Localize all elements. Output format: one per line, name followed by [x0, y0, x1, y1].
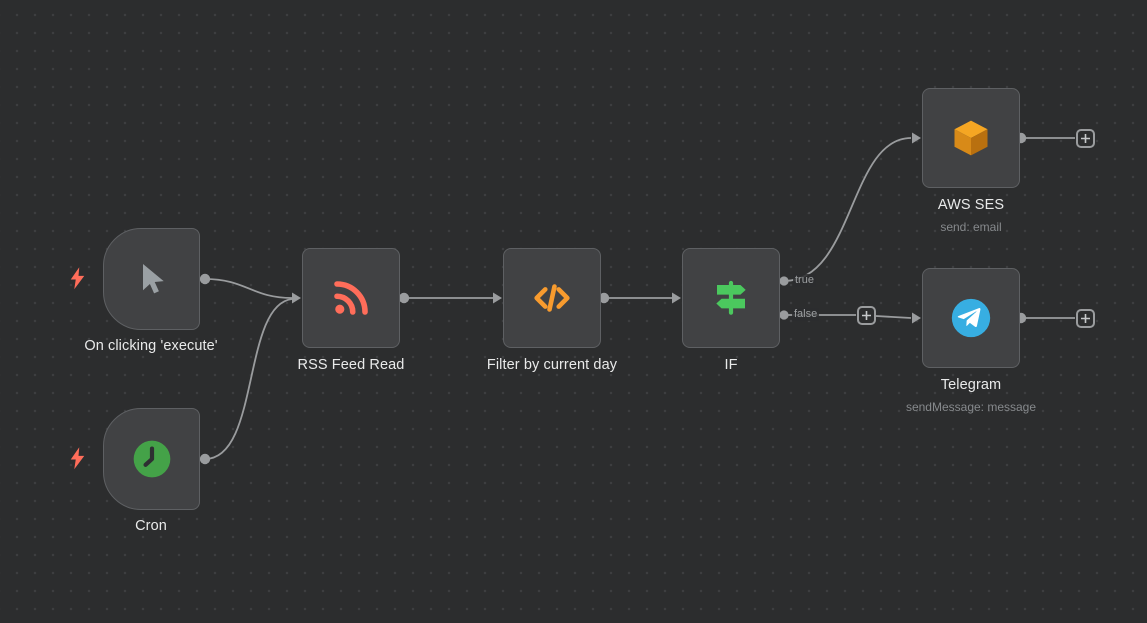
plus-icon — [1081, 134, 1090, 143]
input-arrow-aws-ses — [912, 132, 921, 144]
output-port-filter[interactable] — [598, 292, 610, 304]
input-arrow-filter — [493, 292, 502, 304]
aws-ses-icon — [954, 120, 988, 156]
output-port-cron[interactable] — [199, 453, 211, 465]
add-node-button-false-branch[interactable] — [857, 306, 876, 325]
connection-manual-to-rss — [204, 278, 293, 299]
node-label-rss: RSS Feed Read — [297, 357, 405, 373]
input-arrow-telegram — [912, 312, 921, 324]
node-cron[interactable] — [103, 408, 200, 510]
rss-icon — [334, 281, 368, 315]
clock-icon — [133, 440, 170, 478]
plus-icon — [862, 311, 871, 320]
node-telegram[interactable] — [922, 268, 1020, 368]
node-subtitle-telegram: sendMessage: message — [905, 400, 1037, 414]
signpost-icon — [716, 280, 746, 315]
code-icon — [534, 284, 570, 312]
node-subtitle-aws-ses: send: email — [940, 220, 1002, 234]
node-manual-trigger[interactable] — [103, 228, 200, 330]
add-node-button-telegram[interactable] — [1076, 309, 1095, 328]
connection-plus-to-telegram — [875, 315, 912, 319]
node-label-if: IF — [724, 357, 738, 373]
add-node-button-aws-ses[interactable] — [1076, 129, 1095, 148]
if-true-output-label: true — [793, 274, 816, 287]
node-if[interactable] — [682, 248, 780, 348]
output-port-if-true[interactable] — [779, 276, 789, 286]
cursor-icon — [142, 264, 164, 294]
node-label-aws-ses: AWS SES — [937, 197, 1005, 213]
node-filter-by-current-day[interactable] — [503, 248, 601, 348]
node-label-manual-trigger: On clicking 'execute' — [84, 338, 218, 354]
node-aws-ses[interactable] — [922, 88, 1020, 188]
connection-cron-to-rss — [204, 298, 293, 460]
node-label-telegram: Telegram — [940, 377, 1002, 393]
telegram-icon — [951, 298, 991, 338]
node-label-cron: Cron — [135, 518, 167, 534]
node-label-filter: Filter by current day — [486, 357, 618, 373]
output-port-if-false[interactable] — [779, 310, 789, 320]
input-arrow-rss — [292, 292, 301, 304]
input-arrow-if — [672, 292, 681, 304]
output-port-manual-trigger[interactable] — [199, 273, 211, 285]
connection-if-true-to-aws — [783, 137, 912, 282]
trigger-bolt-icon — [70, 447, 85, 470]
node-rss-feed-read[interactable] — [302, 248, 400, 348]
plus-icon — [1081, 314, 1090, 323]
output-port-rss[interactable] — [398, 292, 410, 304]
trigger-bolt-icon — [70, 267, 85, 290]
if-false-output-label: false — [792, 308, 820, 321]
